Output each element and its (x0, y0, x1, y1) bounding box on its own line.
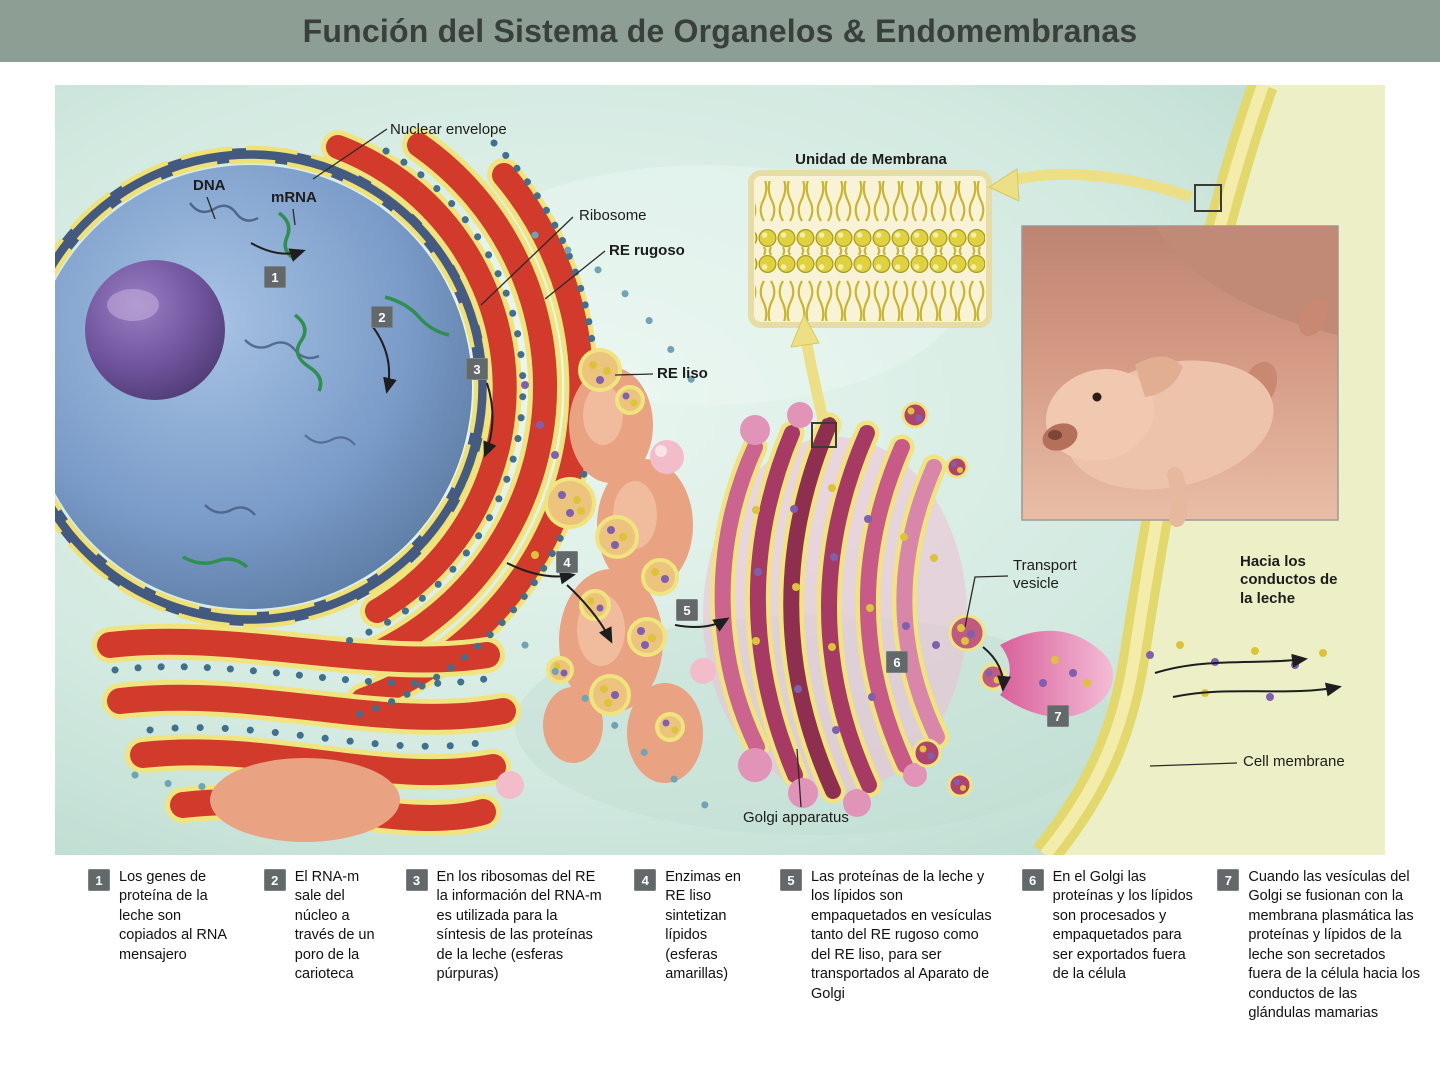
caption-number-2: 2 (263, 869, 286, 891)
label-hacia-conductos: Hacia los conductos de la leche (1240, 553, 1338, 607)
piglet-eye (1092, 392, 1102, 402)
step-marker-6: 6 (886, 651, 908, 673)
title-bar: Función del Sistema de Organelos & Endom… (0, 0, 1440, 62)
caption-text-5: Las proteínas de la leche y los lípidos … (811, 869, 992, 1002)
zoom-callouts (790, 168, 1222, 448)
label-mrna: mRNA (271, 189, 317, 206)
nucleolus (85, 260, 225, 400)
caption-number-6: 6 (1021, 869, 1044, 891)
caption-step-6: 6 En el Golgi las proteínas y los lípido… (1021, 868, 1194, 985)
ribosomes (111, 139, 599, 750)
caption-number-5: 5 (780, 869, 802, 891)
caption-text-3: En los ribosomas del RE la información d… (436, 869, 602, 983)
dna-strand (189, 202, 259, 222)
piglet-ear (1135, 356, 1183, 397)
step-marker-5: 5 (676, 599, 698, 621)
pig-photo (1021, 225, 1339, 527)
membrane-unit-diagram (748, 170, 992, 328)
caption-step-3: 3 En los ribosomas del RE la información… (405, 868, 611, 985)
label-unidad-membrana: Unidad de Membrana (795, 151, 947, 168)
caption-text-7: Cuando las vesículas del Golgi se fusion… (1248, 869, 1421, 1021)
caption-step-1: 1 Los genes de proteína de la leche son … (88, 868, 240, 965)
caption-text-1: Los genes de proteína de la leche son co… (119, 869, 227, 963)
leader-lines (206, 128, 1238, 808)
caption-step-7: 7 Cuando las vesículas del Golgi se fusi… (1217, 868, 1422, 1023)
er-vesicle-contents (521, 361, 679, 734)
label-golgi-apparatus: Golgi apparatus (743, 809, 849, 826)
page-title: Función del Sistema de Organelos & Endom… (302, 12, 1138, 49)
label-re-rugoso: RE rugoso (609, 242, 685, 259)
caption-number-4: 4 (634, 869, 657, 891)
zoom-box-membrane (1194, 184, 1222, 212)
label-nuclear-envelope: Nuclear envelope (390, 121, 507, 138)
diagram-area: Nuclear envelope DNA mRNA Ribosome RE ru… (55, 85, 1385, 855)
caption-number-3: 3 (405, 869, 428, 891)
caption-text-2: El RNA-m sale del núcleo a través de un … (294, 869, 375, 983)
label-cell-membrane: Cell membrane (1243, 753, 1345, 770)
secretion-funnel (1000, 630, 1114, 718)
label-re-liso: RE liso (657, 365, 708, 382)
label-ribosome: Ribosome (579, 207, 647, 224)
step-marker-4: 4 (556, 551, 578, 573)
golgi-apparatus (703, 402, 967, 817)
golgi-cargo-dots (752, 484, 940, 734)
caption-number-1: 1 (88, 869, 110, 891)
transport-vesicle-contents (907, 407, 1001, 791)
label-transport-vesicle: Transport vesicle (1013, 557, 1077, 593)
caption-text-4: Enzimas en RE liso sintetizan lípidos (e… (665, 869, 741, 983)
step-marker-1: 1 (264, 266, 286, 288)
caption-row: 1 Los genes de proteína de la leche son … (88, 868, 1422, 1023)
caption-step-2: 2 El RNA-m sale del núcleo a través de u… (263, 868, 382, 985)
label-dna: DNA (193, 177, 226, 194)
membrane-callout-arrow (1001, 168, 1193, 203)
process-arrows (250, 242, 1342, 698)
zoom-box-golgi (811, 422, 837, 448)
er-vesicles (544, 348, 685, 742)
caption-number-7: 7 (1217, 869, 1240, 891)
caption-step-5: 5 Las proteínas de la leche y los lípido… (780, 868, 998, 1004)
caption-text-6: En el Golgi las proteínas y los lípidos … (1052, 869, 1193, 983)
step-marker-2: 2 (371, 306, 393, 328)
step-marker-7: 7 (1047, 705, 1069, 727)
cell-illustration (55, 85, 1385, 855)
nucleus (55, 165, 472, 609)
step-marker-3: 3 (466, 358, 488, 380)
caption-step-4: 4 Enzimas en RE liso sintetizan lípidos … (634, 868, 756, 985)
